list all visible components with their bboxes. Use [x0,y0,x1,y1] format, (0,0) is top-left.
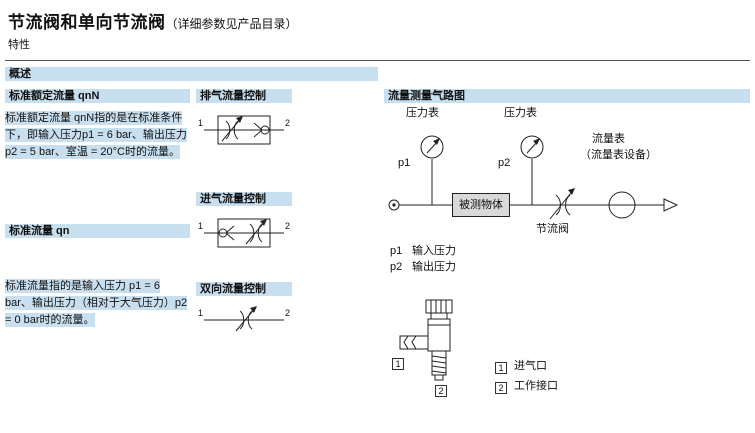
page-title: 节流阀和单向节流阀 [8,13,166,32]
text-standard-nominal-flow: 标准额定流量 qnN指的是在标准条件下，即输入压力p1 = 6 bar、输出压力… [5,110,188,161]
throttle-valve-symbol [549,188,575,220]
threaded-stud [431,350,447,381]
text-standard-flow-highlight: 标准流量指的是输入压力 p1 = 6 bar、输出压力（相对于大气压力）p2 =… [5,279,188,327]
flow-meter-symbol [608,191,636,219]
callout-port-2: 2 [435,385,447,397]
p1-legend-symbol: p1 [390,245,403,257]
supply-flow-control-symbol: 1 2 [198,218,290,248]
text-standard-nominal-flow-highlight: 标准额定流量 qnN指的是在标准条件下，即输入压力p1 = 6 bar、输出压力… [5,111,187,159]
p2-label: p2 [498,157,511,169]
legend-num-2: 2 [495,382,507,394]
pressure-source-symbol [388,199,400,211]
port-label-2: 2 [285,221,290,231]
page-title-suffix: （详细参数见产品目录） [165,17,298,31]
top-divider [5,60,750,61]
bidirectional-flow-control-symbol: 1 2 [198,306,290,332]
flow-meter-label: 流量表 [592,133,625,145]
header-supply-flow-control: 进气流量控制 [196,192,292,206]
port-label-1: 1 [198,118,203,128]
callout-port-1: 1 [392,358,404,370]
adjusting-knob [425,299,453,320]
port-legend-row-1: 1 进气口 [495,360,547,374]
device-under-test-box: 被测物体 [452,193,510,217]
pressure-gauge-2-icon [520,135,544,205]
page-title-row: 节流阀和单向节流阀（详细参数见产品目录） [8,8,298,33]
exhaust-flow-control-symbol: 1 2 [198,115,290,145]
throttle-symbol [245,219,267,245]
throttle-symbol [235,306,257,332]
header-standard-flow: 标准流量 qn [5,224,190,238]
port-label-2: 2 [285,118,290,128]
port-legend-row-2: 2 工作接口 [495,380,558,394]
p1-legend-row: p1 输入压力 [390,245,456,258]
text-standard-flow: 标准流量指的是输入压力 p1 = 6 bar、输出压力（相对于大气压力）p2 =… [5,278,188,329]
page-subtitle: 特性 [8,39,30,51]
p1-legend-text: 输入压力 [412,245,456,257]
hose-barb-outlet [399,335,429,350]
header-bidirectional-flow-control: 双向流量控制 [196,282,292,296]
check-valve-symbol [218,225,235,241]
legend-num-1: 1 [495,362,507,374]
check-valve-symbol [253,122,270,138]
port-label-1: 1 [198,308,203,318]
header-flow-measurement-circuit: 流量测量气路图 [384,89,750,103]
legend-text-2: 工作接口 [514,380,558,392]
legend-text-1: 进气口 [514,360,547,372]
p2-legend-row: p2 输出压力 [390,261,456,274]
header-standard-nominal-flow: 标准额定流量 qnN [5,89,190,103]
throttle-symbol [221,116,243,142]
header-exhaust-flow-control: 排气流量控制 [196,89,292,103]
gauge-2-label: 压力表 [504,107,537,119]
p1-label: p1 [398,157,411,169]
flow-direction-arrow [663,198,679,212]
throttle-valve-label: 节流阀 [536,223,569,235]
flow-meter-sublabel: （流量表设备） [580,149,657,161]
p2-legend-symbol: p2 [390,261,403,273]
flow-control-valve-drawing [399,299,453,381]
valve-body [427,318,451,352]
port-label-2: 2 [285,308,290,318]
p2-legend-text: 输出压力 [412,261,456,273]
section-header-overview: 概述 [5,67,378,81]
gauge-1-label: 压力表 [406,107,439,119]
pressure-gauge-1-icon [420,135,444,205]
flow-measurement-diagram: 压力表 压力表 p1 p2 流量表 （流量表设备） 被测物体 节流阀 p1 输入压… [384,103,750,283]
circuit-linework [388,135,679,220]
port-label-1: 1 [198,221,203,231]
